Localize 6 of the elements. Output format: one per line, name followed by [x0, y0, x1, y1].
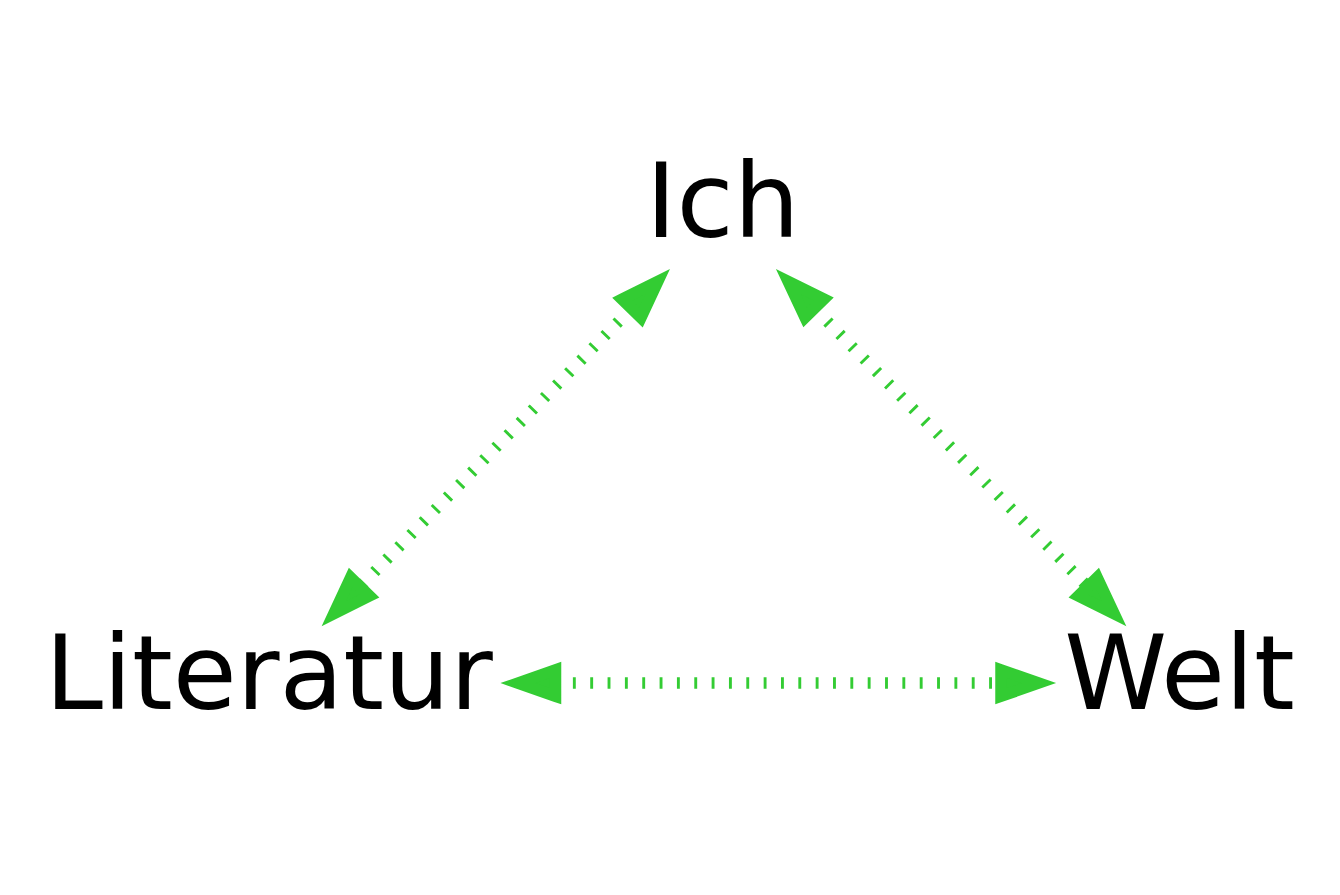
arrow	[500, 661, 1057, 705]
node-text: Welt	[1064, 611, 1295, 734]
arrow	[321, 268, 670, 627]
arrow	[775, 269, 1127, 627]
node-text: Literatur	[45, 611, 493, 734]
node-text: Ich	[645, 140, 800, 263]
